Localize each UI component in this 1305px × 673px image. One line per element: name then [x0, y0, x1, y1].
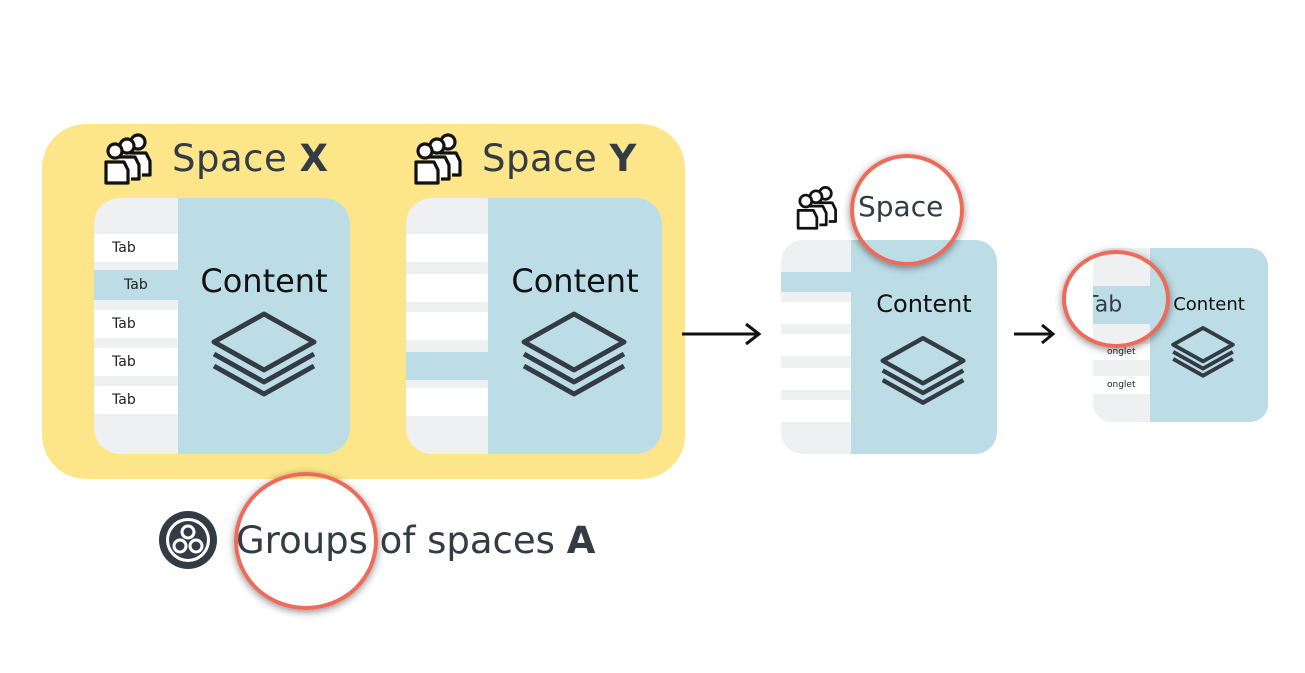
space-y-header: Space Y — [410, 131, 637, 185]
tab-item[interactable]: onglet — [1093, 344, 1150, 360]
tab-item[interactable] — [781, 334, 851, 356]
content-label: Content — [200, 262, 328, 300]
tab-item[interactable]: Tab — [94, 310, 178, 338]
content-label: Content — [1173, 294, 1245, 315]
tab-item[interactable] — [406, 312, 488, 340]
tab-item[interactable] — [406, 234, 488, 262]
arrow-right-icon — [1014, 323, 1056, 345]
highlight-circle-tab — [1062, 250, 1170, 348]
users-icon — [104, 133, 152, 185]
space-x-window: Tab Tab Tab Tab Tab Content — [94, 198, 350, 454]
users-icon — [414, 133, 462, 185]
layers-icon — [1171, 325, 1235, 378]
space-x-header: Space X — [100, 131, 329, 185]
highlight-circle-groups — [234, 472, 378, 610]
arrow-right-icon — [682, 322, 762, 346]
content-pane: Content — [488, 198, 662, 454]
groups-of-spaces-icon — [159, 511, 217, 569]
content-pane: Content — [178, 198, 350, 454]
tab-item[interactable] — [406, 388, 488, 416]
layers-icon — [521, 311, 627, 397]
tab-item[interactable] — [406, 274, 488, 302]
tab-item[interactable] — [781, 368, 851, 390]
tab-item[interactable]: Tab — [94, 348, 178, 376]
content-label: Content — [511, 262, 639, 300]
tab-item-active[interactable]: Tab — [94, 270, 178, 300]
content-pane: Content — [851, 240, 997, 454]
highlight-circle-space — [850, 154, 964, 266]
users-icon — [796, 186, 837, 230]
space-y-window: Content — [406, 198, 662, 454]
tab-item[interactable]: onglet — [1093, 376, 1150, 394]
content-pane: Content — [1150, 248, 1268, 422]
space-y-title: Space Y — [482, 136, 637, 180]
tab-item[interactable] — [781, 400, 851, 422]
tab-item[interactable]: Tab — [94, 386, 178, 414]
tab-item-active[interactable] — [781, 272, 851, 292]
tab-item[interactable]: Tab — [94, 234, 178, 262]
layers-icon — [211, 311, 317, 397]
layers-icon — [880, 335, 966, 405]
tab-item[interactable] — [781, 302, 851, 324]
single-space-window: Content — [781, 240, 997, 454]
space-x-title: Space X — [172, 136, 329, 180]
tab-item-active[interactable] — [406, 352, 488, 380]
content-label: Content — [876, 290, 972, 318]
